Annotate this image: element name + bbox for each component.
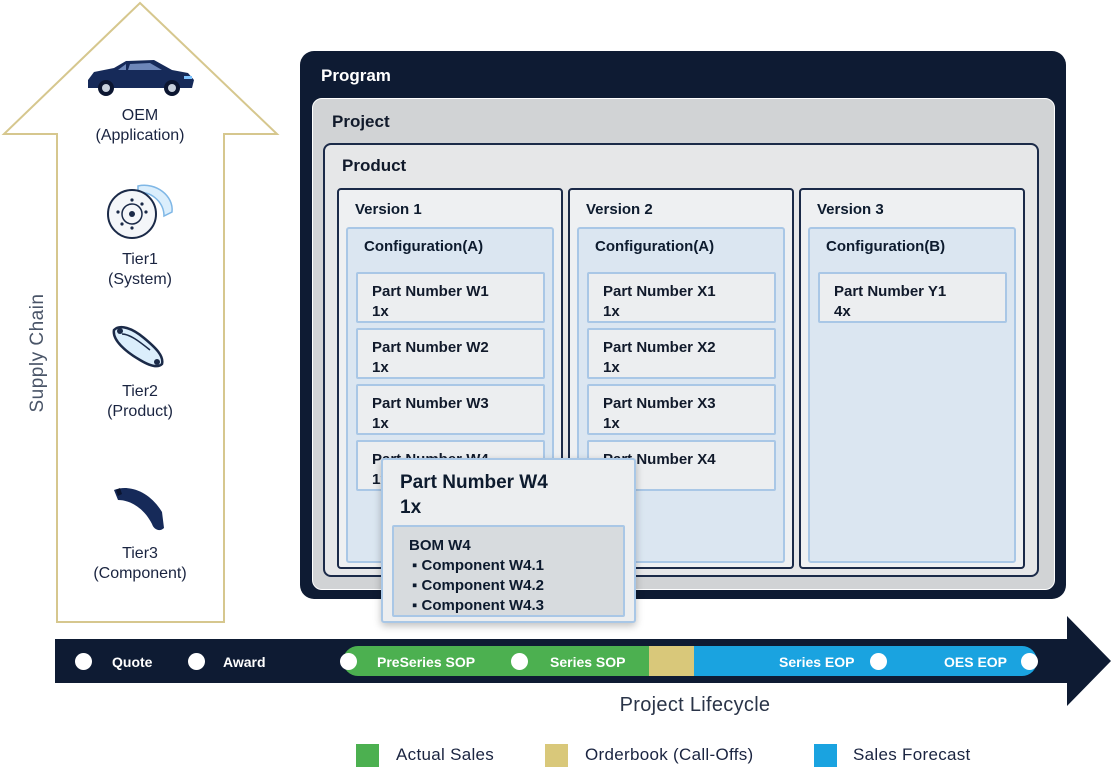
part-qty: 1x xyxy=(372,303,389,320)
version-title: Version 2 xyxy=(586,201,653,218)
bom-title: BOM W4 xyxy=(409,537,471,554)
part-qty: 4x xyxy=(834,303,851,320)
part-card[interactable]: Part Number W1 1x xyxy=(356,272,545,323)
part-qty: 1x xyxy=(603,359,620,376)
milestone-dot xyxy=(188,653,205,670)
part-card[interactable]: Part Number X3 1x xyxy=(587,384,776,435)
bom-component: ▪ Component W4.1 xyxy=(412,557,544,574)
milestone-dot xyxy=(75,653,92,670)
part-qty: 1x xyxy=(603,415,620,432)
product-title: Product xyxy=(342,156,407,175)
part-name: Part Number W2 xyxy=(372,339,489,356)
version-title: Version 1 xyxy=(355,201,422,218)
configuration-title: Configuration(B) xyxy=(826,238,946,255)
part-card[interactable]: Part Number Y1 4x xyxy=(818,272,1007,323)
supply-chain-arrow xyxy=(1,1,280,623)
milestone-quote: Quote xyxy=(112,654,153,670)
part-card[interactable]: Part Number W3 1x xyxy=(356,384,545,435)
part-name: Part Number Y1 xyxy=(834,283,947,300)
part-name: Part Number X3 xyxy=(603,395,716,412)
milestone-series-sop: Series SOP xyxy=(550,654,626,670)
part-name: Part Number W1 xyxy=(372,283,489,300)
popup-part-name: Part Number W4 xyxy=(400,472,548,493)
configuration-title: Configuration(A) xyxy=(595,238,715,255)
legend-label-actual-sales: Actual Sales xyxy=(396,745,495,764)
part-card[interactable]: Part Number W2 1x xyxy=(356,328,545,379)
tier-name-tier2: Tier2 xyxy=(122,383,158,400)
configuration-title: Configuration(A) xyxy=(364,238,484,255)
milestone-dot xyxy=(511,653,528,670)
bom-box: BOM W4 ▪ Component W4.1 ▪ Component W4.2… xyxy=(392,525,625,617)
part-name: Part Number X1 xyxy=(603,283,716,300)
popup-part-qty: 1x xyxy=(400,497,422,518)
brake-pad-icon xyxy=(114,488,164,531)
lifecycle-arrow xyxy=(55,616,1111,706)
tier-name-tier3: Tier3 xyxy=(122,545,158,562)
tier-role-tier2: (Product) xyxy=(107,403,173,420)
supply-chain-title: Supply Chain xyxy=(27,293,48,413)
tier-role-oem: (Application) xyxy=(95,127,185,144)
part-qty: 1x xyxy=(372,359,389,376)
legend-label-forecast: Sales Forecast xyxy=(853,745,971,764)
program-title: Program xyxy=(321,66,391,85)
part-qty: 1x xyxy=(603,303,620,320)
milestone-dot xyxy=(1021,653,1038,670)
part-card[interactable]: Part Number X1 1x xyxy=(587,272,776,323)
tier-role-tier3: (Component) xyxy=(93,565,187,582)
bom-component: ▪ Component W4.3 xyxy=(412,597,544,614)
tier-name-tier1: Tier1 xyxy=(122,251,158,268)
tier-role-tier1: (System) xyxy=(108,271,172,288)
milestone-preseries-sop: PreSeries SOP xyxy=(377,654,476,670)
legend-label-orderbook: Orderbook (Call-Offs) xyxy=(585,745,754,764)
legend-swatch-orderbook xyxy=(545,744,568,767)
tier-name-oem: OEM xyxy=(121,107,159,124)
version-title: Version 3 xyxy=(817,201,884,218)
milestone-dot xyxy=(340,653,357,670)
brake-disc-icon xyxy=(107,184,173,239)
car-icon xyxy=(88,60,194,96)
milestone-series-eop: Series EOP xyxy=(779,654,855,670)
part-name: Part Number X2 xyxy=(603,339,716,356)
milestone-award: Award xyxy=(223,654,266,670)
part-card[interactable]: Part Number X2 1x xyxy=(587,328,776,379)
legend-swatch-forecast xyxy=(814,744,837,767)
lifecycle-title: Project Lifecycle xyxy=(619,694,771,716)
bom-component: ▪ Component W4.2 xyxy=(412,577,544,594)
brake-caliper-icon xyxy=(112,326,164,368)
milestone-dot xyxy=(870,653,887,670)
legend-swatch-actual-sales xyxy=(356,744,379,767)
project-title: Project xyxy=(332,112,390,131)
milestone-oes-eop: OES EOP xyxy=(944,654,1008,670)
part-name: Part Number W3 xyxy=(372,395,489,412)
part-qty: 1x xyxy=(372,415,389,432)
